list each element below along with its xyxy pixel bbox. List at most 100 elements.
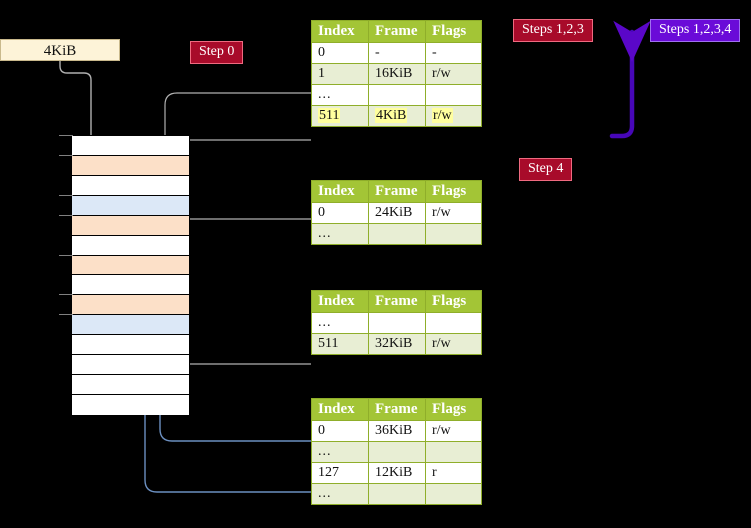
- memory-frame-white: [72, 136, 189, 156]
- cell-flags-text: r: [432, 465, 437, 480]
- cell-index: 511: [311, 105, 369, 127]
- cell-index: ...: [311, 441, 369, 463]
- wire-pdpt-0-to-memory: [176, 218, 311, 267]
- cell-index: 0: [311, 202, 369, 224]
- cell-flags: [425, 483, 482, 505]
- memory-tick: [59, 154, 73, 156]
- size-box-label: 4KiB: [43, 43, 77, 59]
- cell-frame: [368, 312, 426, 334]
- cell-index-text: 0: [318, 45, 325, 60]
- cell-frame: [368, 483, 426, 505]
- cell-index-text: ...: [318, 486, 332, 501]
- purple-bracket-arrow: [609, 20, 651, 139]
- cell-frame-text: 24KiB: [375, 205, 413, 220]
- cell-frame: [368, 223, 426, 245]
- cell-frame: 16KiB: [368, 63, 426, 85]
- column-header-frame: Frame: [368, 398, 426, 421]
- memory-frame-white: [72, 395, 189, 415]
- cell-flags-text: r/w: [432, 205, 451, 220]
- column-header-flags: Flags: [425, 20, 482, 43]
- badge-step-0: Step 0: [190, 41, 244, 64]
- memory-tick: [59, 254, 73, 256]
- wire-pd-511-to-memory: [171, 287, 311, 365]
- cell-flags: r/w: [425, 63, 482, 85]
- column-header-flags: Flags: [425, 290, 482, 313]
- memory-frame-orange: [72, 215, 189, 236]
- cell-index-text: 0: [318, 423, 325, 438]
- memory-frame-orange: [72, 295, 189, 316]
- table-row: ...: [311, 483, 482, 505]
- cell-flags: r: [425, 462, 482, 484]
- cell-index: ...: [311, 312, 369, 334]
- cell-flags: [425, 84, 482, 106]
- cell-frame-text: 36KiB: [375, 423, 413, 438]
- memory-tick: [59, 135, 73, 136]
- cell-index: 511: [311, 333, 369, 355]
- cell-flags: [425, 312, 482, 334]
- badge-steps-123: Steps 1,2,3: [513, 19, 593, 42]
- table-row: 0 - -: [311, 42, 482, 64]
- column-header-index: Index: [311, 20, 369, 43]
- cell-index-text: 511: [318, 108, 341, 123]
- cell-frame-text: 4KiB: [375, 108, 408, 123]
- memory-tick: [59, 194, 73, 196]
- table-row: 1 16KiB r/w: [311, 63, 482, 85]
- cell-frame: -: [368, 42, 426, 64]
- cell-frame-text: -: [375, 45, 380, 60]
- column-header-frame: Frame: [368, 20, 426, 43]
- cell-index: 0: [311, 420, 369, 442]
- column-header-flags: Flags: [425, 398, 482, 421]
- cell-index-text: 127: [318, 465, 339, 480]
- cell-flags: [425, 441, 482, 463]
- cell-flags: r/w: [425, 420, 482, 442]
- badge-step-4: Step 4: [519, 158, 573, 181]
- size-box-4kib: 4KiB: [0, 39, 120, 61]
- memory-frame-orange: [72, 155, 189, 176]
- cell-index: 127: [311, 462, 369, 484]
- memory-frame-blue: [72, 195, 189, 216]
- memory-frame-white: [72, 275, 189, 296]
- cell-flags-text: r/w: [432, 66, 451, 81]
- cell-index: ...: [311, 483, 369, 505]
- cell-index-text: 511: [318, 336, 339, 351]
- cell-flags-text: r/w: [432, 336, 451, 351]
- cell-index-text: 0: [318, 205, 325, 220]
- memory-frame-white: [72, 235, 189, 256]
- cell-flags: r/w: [425, 202, 482, 224]
- table-row: ...: [311, 312, 482, 334]
- table-row: 0 36KiB r/w: [311, 420, 482, 442]
- table-header-row: Index Frame Flags: [311, 290, 482, 313]
- table-header-row: Index Frame Flags: [311, 398, 482, 421]
- memory-frame-white: [72, 175, 189, 196]
- column-header-frame: Frame: [368, 180, 426, 203]
- memory-frame-blue: [72, 315, 189, 336]
- table-row: ...: [311, 84, 482, 106]
- memory-tick: [59, 314, 73, 316]
- cell-flags-text: r/w: [432, 423, 451, 438]
- cell-frame: 4KiB: [368, 105, 426, 127]
- column-header-flags: Flags: [425, 180, 482, 203]
- table-row: 511 32KiB r/w: [311, 333, 482, 355]
- cell-index-text: 1: [318, 66, 325, 81]
- badge-steps-1234: Steps 1,2,3,4: [650, 19, 741, 42]
- cell-index-text: ...: [318, 315, 332, 330]
- cell-index: 0: [311, 42, 369, 64]
- cell-flags: r/w: [425, 105, 482, 127]
- cell-flags: -: [425, 42, 482, 64]
- physical-memory-column: [71, 135, 190, 415]
- table-row: 511 4KiB r/w: [311, 105, 482, 127]
- cell-frame-text: 32KiB: [375, 336, 413, 351]
- table-row: 0 24KiB r/w: [311, 202, 482, 224]
- memory-tick: [59, 214, 73, 216]
- cell-frame: 32KiB: [368, 333, 426, 355]
- column-header-index: Index: [311, 290, 369, 313]
- memory-frame-orange: [72, 255, 189, 276]
- memory-frame-white: [72, 375, 189, 396]
- cell-index: ...: [311, 84, 369, 106]
- cell-index-text: ...: [318, 226, 332, 241]
- cell-frame-text: 12KiB: [375, 465, 413, 480]
- cell-index: 1: [311, 63, 369, 85]
- page-table: Index Frame Flags 0 36KiB r/w... 127 12KiB r.…: [311, 398, 482, 505]
